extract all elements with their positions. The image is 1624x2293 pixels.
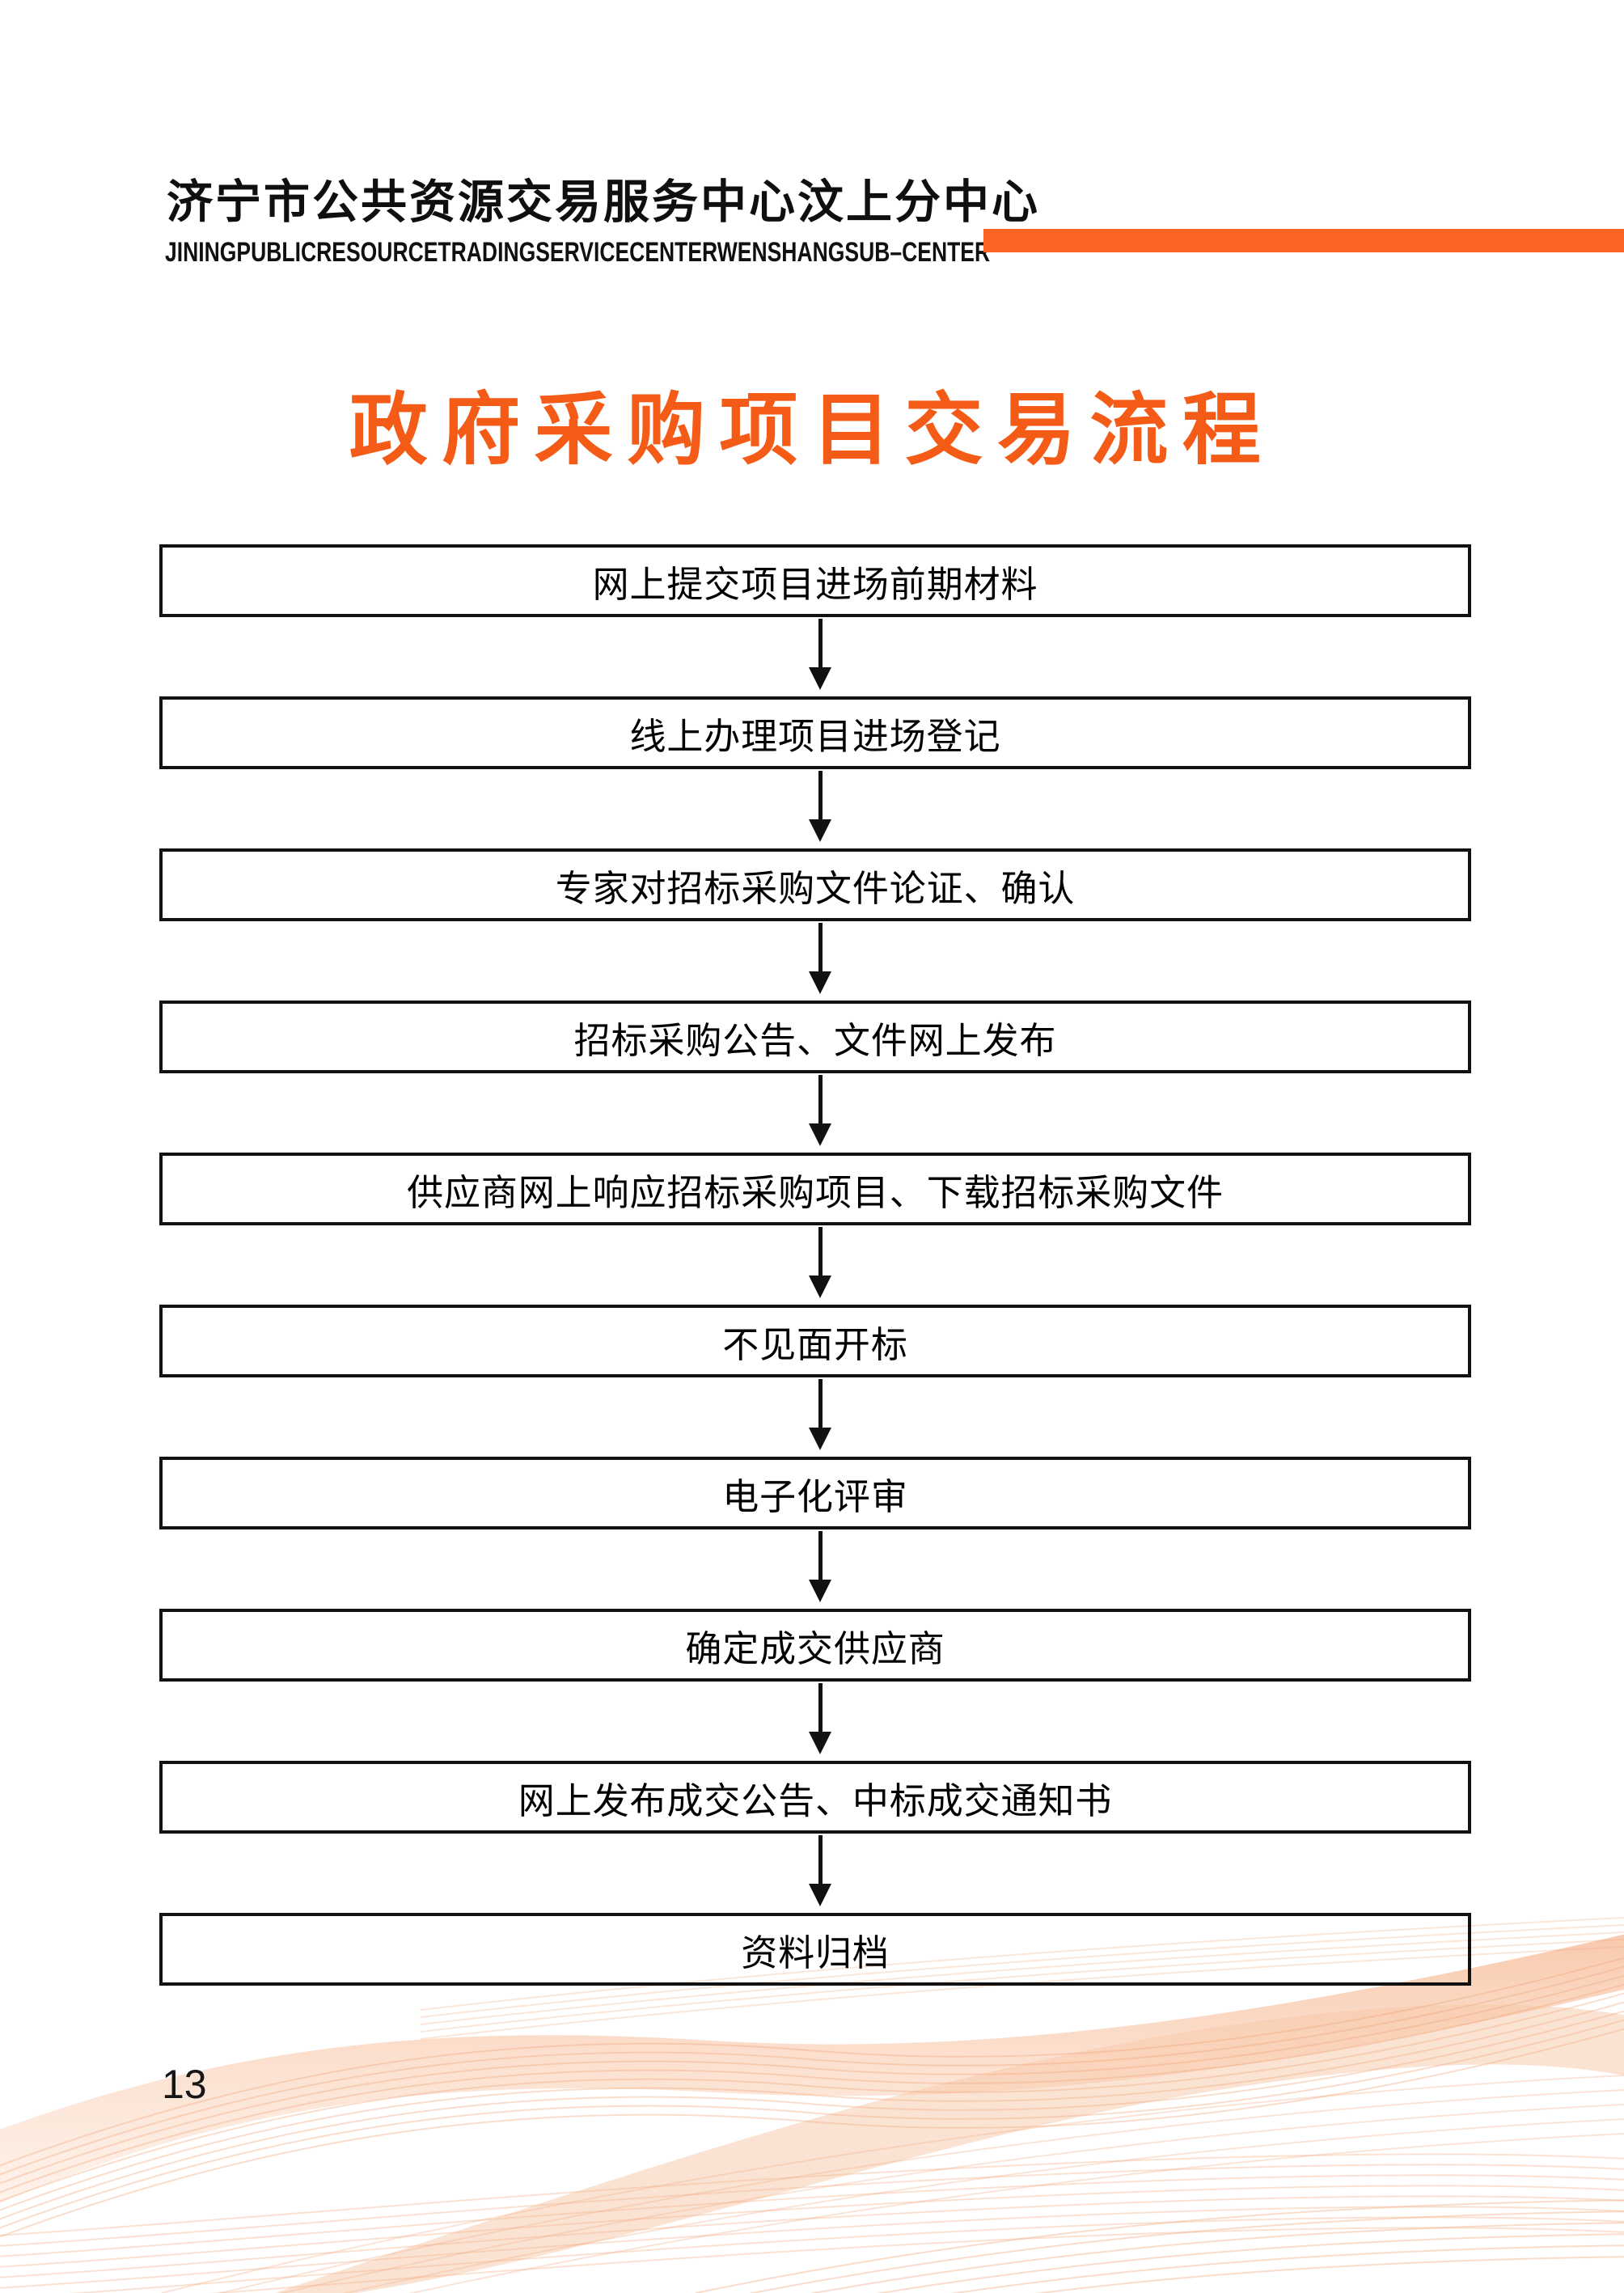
flow-step-label: 专家对招标采购文件论证、确认 (555, 868, 1076, 909)
flow-step-label: 网上发布成交公告、中标成交通知书 (518, 1780, 1113, 1821)
flow-step-6: 不见面开标 (159, 1305, 1471, 1377)
arrow-down-icon (808, 1683, 832, 1756)
flow-step-label: 供应商网上响应招标采购项目、下载招标采购文件 (407, 1172, 1224, 1213)
page-title: 政府采购项目交易流程 (349, 383, 1275, 476)
flow-step-10: 资料归档 (159, 1913, 1471, 1986)
header-accent-bar (983, 229, 1624, 252)
arrow-down-icon (808, 1531, 832, 1604)
flow-step-9: 网上发布成交公告、中标成交通知书 (159, 1761, 1471, 1834)
org-name-english: JININGPUBLICRESOURCETRADINGSERVICECENTER… (165, 237, 991, 268)
flow-step-label: 电子化评审 (722, 1476, 908, 1517)
flow-step-2: 线上办理项目进场登记 (159, 696, 1471, 769)
arrow-down-icon (808, 923, 832, 996)
page-number: 13 (162, 2062, 207, 2107)
flow-step-label: 确定成交供应商 (685, 1628, 945, 1669)
flow-step-4: 招标采购公告、文件网上发布 (159, 1001, 1471, 1073)
org-name-chinese: 济宁市公共资源交易服务中心汶上分中心 (167, 176, 1040, 229)
flow-step-label: 招标采购公告、文件网上发布 (573, 1020, 1057, 1061)
flow-step-label: 线上办理项目进场登记 (629, 716, 1001, 757)
flow-step-5: 供应商网上响应招标采购项目、下载招标采购文件 (159, 1153, 1471, 1225)
flow-step-label: 不见面开标 (722, 1324, 908, 1365)
arrow-down-icon (808, 1379, 832, 1452)
flow-step-8: 确定成交供应商 (159, 1609, 1471, 1682)
decorative-swoosh (0, 1916, 1624, 2293)
arrow-down-icon (808, 1227, 832, 1300)
flow-step-1: 网上提交项目进场前期材料 (159, 544, 1471, 617)
arrow-down-icon (808, 619, 832, 692)
arrow-down-icon (808, 1835, 832, 1908)
flow-step-3: 专家对招标采购文件论证、确认 (159, 848, 1471, 921)
arrow-down-icon (808, 1075, 832, 1148)
flow-step-7: 电子化评审 (159, 1457, 1471, 1529)
flow-step-label: 网上提交项目进场前期材料 (592, 564, 1038, 605)
arrow-down-icon (808, 771, 832, 844)
flow-step-label: 资料归档 (741, 1932, 890, 1974)
